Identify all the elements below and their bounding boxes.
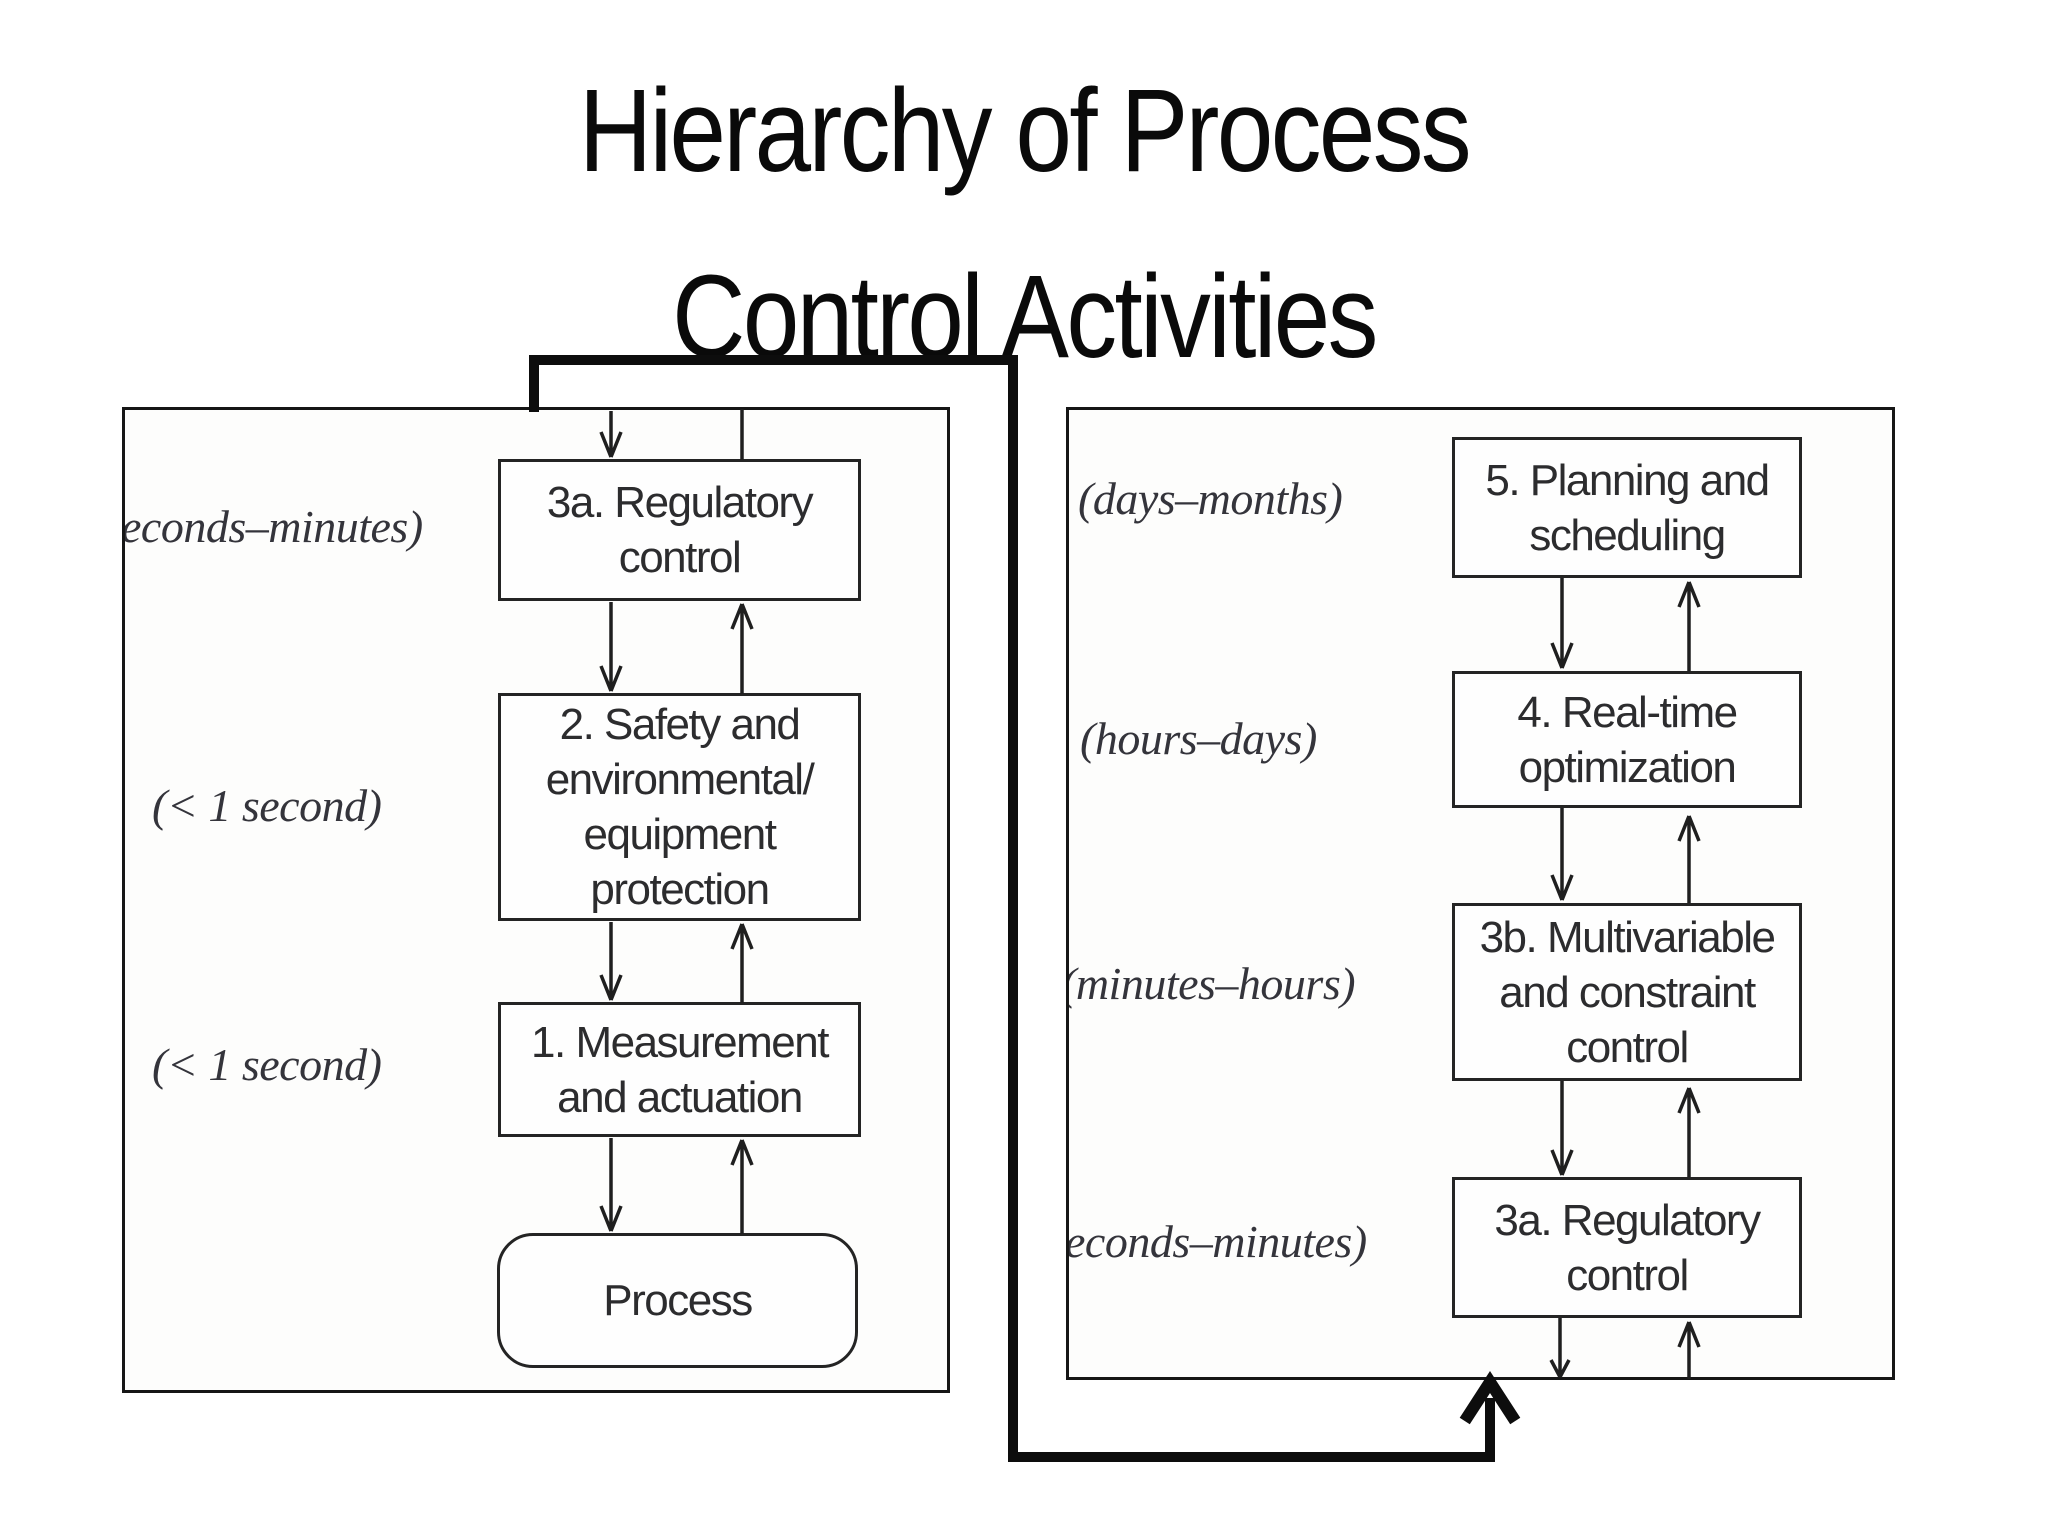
node-label: 2. Safety and: [559, 700, 801, 749]
time-scale-label-lt-1-second-b: (< 1 second): [152, 1039, 382, 1090]
time-scale-label-lt-1-second-a: (< 1 second): [152, 780, 382, 831]
time-scale-label-seconds-minutes: econds–minutes): [122, 501, 423, 552]
time-scale-label-minutes-hours: (minutes–hours): [1066, 958, 1356, 1009]
page-title-line-2: Control Activities: [672, 251, 1378, 383]
node-label: control: [618, 533, 742, 582]
node-label: scheduling: [1529, 510, 1726, 560]
node-planning-and-scheduling: 5. Planning and scheduling: [1452, 437, 1802, 578]
node-multivariable-and-constraint-control: 3b. Multivariable and constraint control: [1452, 903, 1802, 1081]
node-label: equipment: [583, 810, 777, 859]
node-label: control: [1566, 1250, 1689, 1300]
page-title-line-1: Hierarchy of Process: [578, 65, 1472, 197]
node-process: Process: [497, 1233, 858, 1368]
node-label: Process: [603, 1276, 753, 1325]
node-label: environmental/: [545, 755, 815, 804]
time-scale-label-days-months: (days–months): [1078, 473, 1343, 524]
node-real-time-optimization: 4. Real-time optimization: [1452, 671, 1802, 808]
node-regulatory-control-left: 3a. Regulatory control: [498, 459, 861, 601]
node-label: 3a. Regulatory: [1494, 1195, 1761, 1245]
right-figure-panel: (days–months) (hours–days) (minutes–hour…: [1066, 407, 1895, 1380]
node-label: 1. Measurement: [531, 1017, 829, 1067]
node-label: 3a. Regulatory: [546, 478, 814, 527]
node-label: 4. Real-time: [1517, 687, 1738, 737]
left-figure-panel: econds–minutes) (< 1 second) (< 1 second…: [122, 407, 950, 1393]
time-scale-label-hours-days: (hours–days): [1080, 713, 1317, 764]
node-label: and actuation: [557, 1072, 803, 1122]
node-label: 3b. Multivariable: [1479, 912, 1776, 962]
node-label: control: [1566, 1022, 1689, 1072]
node-label: protection: [590, 865, 770, 914]
node-label: 5. Planning and: [1485, 455, 1770, 505]
node-measurement-and-actuation: 1. Measurement and actuation: [498, 1002, 861, 1137]
node-safety-environmental-equipment-protection: 2. Safety and environmental/ equipment p…: [498, 693, 861, 921]
node-regulatory-control-right: 3a. Regulatory control: [1452, 1177, 1802, 1318]
up-arrowhead-icon: [1459, 1370, 1521, 1425]
node-label: optimization: [1518, 742, 1737, 792]
time-scale-label-seconds-minutes: econds–minutes): [1066, 1216, 1367, 1267]
node-label: and constraint: [1499, 967, 1756, 1017]
